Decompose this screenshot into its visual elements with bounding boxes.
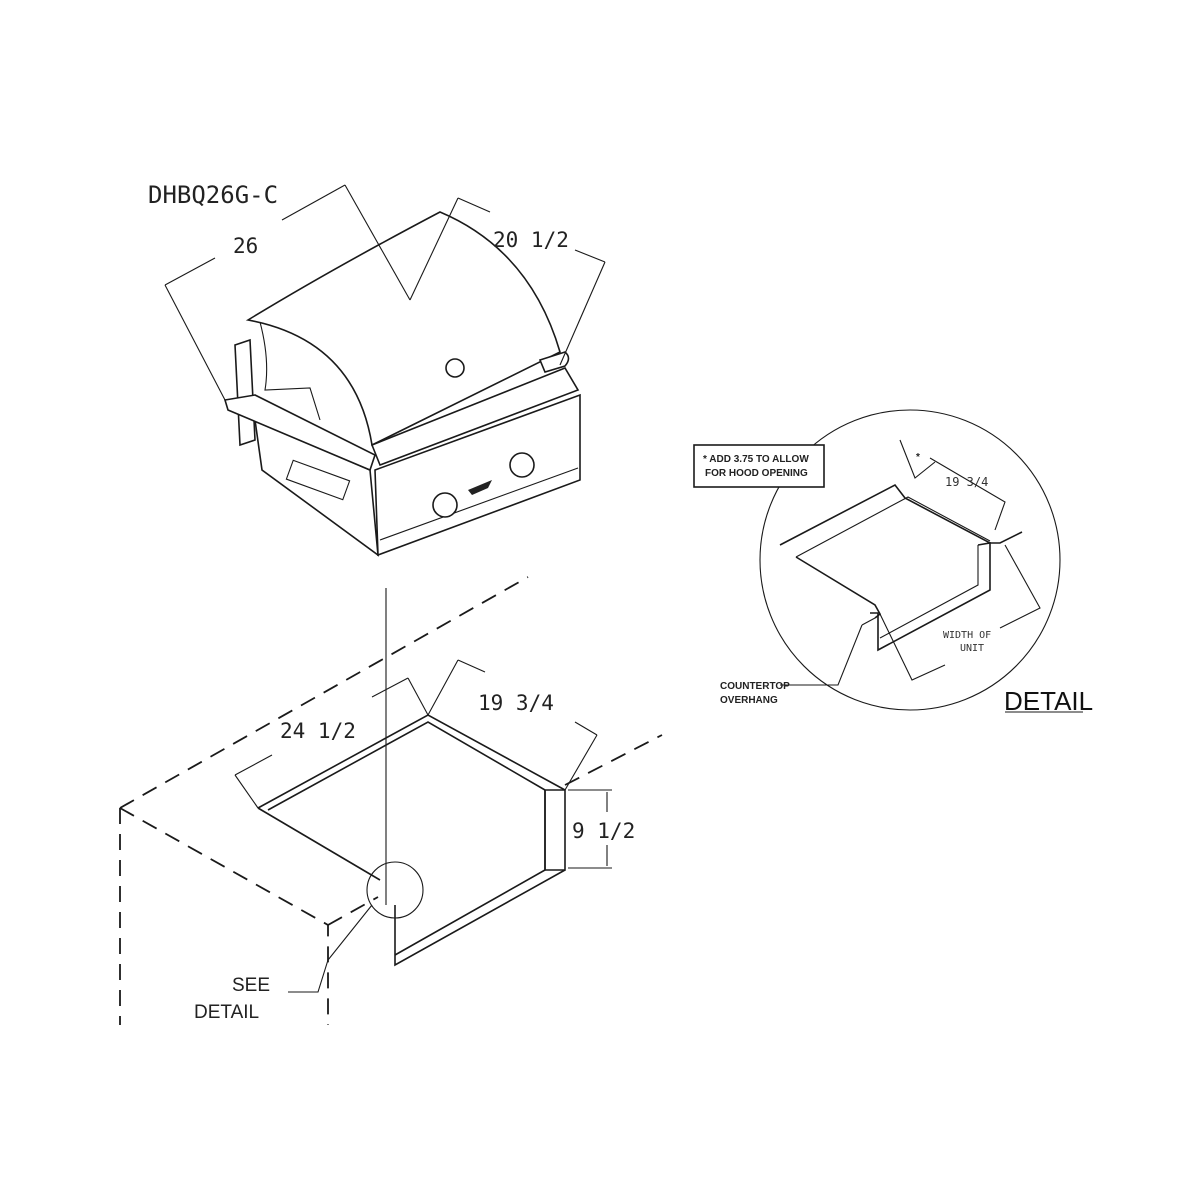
detail-callout-circle bbox=[366, 861, 424, 919]
grill-width-label: 26 bbox=[233, 234, 258, 258]
grill-depth-label: 20 1/2 bbox=[493, 228, 569, 252]
model-label: DHBQ26G-C bbox=[148, 181, 278, 209]
detail-note-line1: * ADD 3.75 TO ALLOW bbox=[703, 454, 809, 465]
burner-knob-icon bbox=[509, 452, 535, 478]
detail-note-line2: FOR HOOD OPENING bbox=[705, 468, 808, 479]
brand-logo-icon bbox=[468, 480, 492, 495]
cutout-height-label: 9 1/2 bbox=[572, 819, 635, 843]
see-detail-line2: DETAIL bbox=[194, 1002, 259, 1023]
detail-width-line1: WIDTH OF bbox=[943, 630, 991, 641]
detail-asterisk: * bbox=[916, 452, 920, 463]
detail-width-line2: UNIT bbox=[960, 643, 984, 654]
cutout-dimensions bbox=[234, 659, 612, 869]
grill-dimensions bbox=[164, 184, 606, 401]
detail-view bbox=[693, 409, 1083, 713]
detail-overhang-line1: COUNTERTOP bbox=[720, 681, 790, 692]
grill-drawing bbox=[223, 211, 581, 557]
see-detail-line1: SEE bbox=[232, 975, 270, 996]
detail-title: DETAIL bbox=[1004, 686, 1093, 716]
detail-overhang-line2: OVERHANG bbox=[720, 695, 778, 706]
burner-knob-icon bbox=[432, 492, 458, 518]
hood-handle-icon bbox=[445, 358, 465, 378]
countertop-cutout bbox=[119, 576, 663, 1025]
cutout-depth-label: 19 3/4 bbox=[478, 691, 554, 715]
cutout-width-label: 24 1/2 bbox=[280, 719, 356, 743]
detail-depth-label: 19 3/4 bbox=[945, 475, 988, 489]
